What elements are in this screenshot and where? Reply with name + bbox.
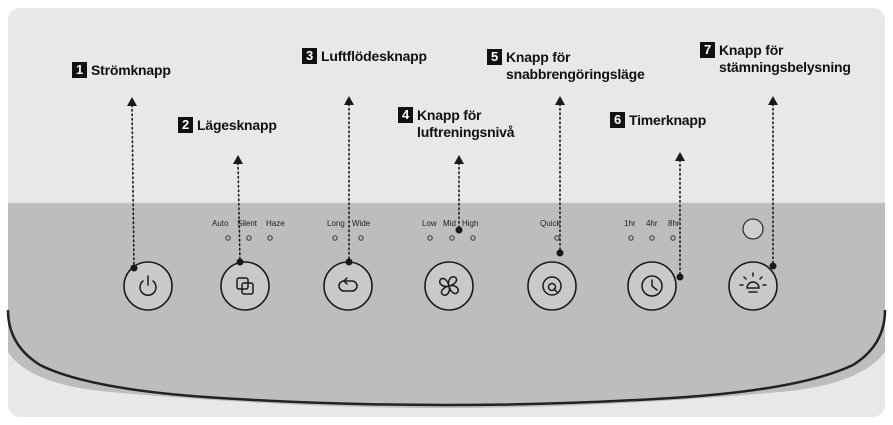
arrow-up-icon [768, 96, 778, 105]
callout-4-label-1: Knapp för [417, 107, 482, 123]
leader-line-1 [127, 97, 138, 272]
indicator-led [246, 235, 252, 241]
indicator-led [427, 235, 433, 241]
callout-6: 6 Timerknapp [610, 112, 706, 129]
indicator-led [628, 235, 634, 241]
leader-line-6 [675, 152, 685, 281]
callout-1-label: Strömknapp [91, 62, 171, 78]
callout-6-label: Timerknapp [629, 112, 707, 128]
indicator-led [554, 235, 560, 241]
leader-line-4 [454, 155, 464, 234]
arrow-up-icon [344, 96, 354, 105]
airflow-button[interactable] [323, 261, 373, 311]
leader-dot [345, 258, 353, 266]
timer-icon [641, 275, 663, 297]
indicator-led [358, 235, 364, 241]
indicator-led [670, 235, 676, 241]
airflow-icon [338, 277, 358, 292]
indicator-led [649, 235, 655, 241]
leader-dot [236, 258, 244, 266]
callout-3: 3 Luftflödesknapp [302, 48, 427, 65]
arrow-up-icon [555, 96, 565, 105]
leader-line-2 [233, 155, 244, 266]
arrow-up-icon [127, 97, 137, 106]
callout-7-label-1: Knapp för [719, 42, 784, 58]
indicator-label-4hr: 4hr [646, 219, 658, 228]
indicator-label-silent: Silent [237, 219, 258, 228]
indicator-led [225, 235, 231, 241]
light-icon [739, 272, 767, 293]
callout-2: 2 Lägesknapp [178, 117, 277, 134]
arrow-up-icon [675, 152, 685, 161]
indicator-label-haze: Haze [266, 219, 285, 228]
callout-5-label-1: Knapp för [506, 49, 571, 65]
mode-button[interactable] [220, 261, 270, 311]
arrow-up-icon [233, 155, 243, 164]
leader-line-7 [768, 96, 778, 270]
indicator-led [449, 235, 455, 241]
power-button[interactable] [123, 261, 173, 311]
arrow-up-icon [454, 155, 464, 164]
leader-dot [676, 273, 684, 281]
indicator-label-8hr: 8hr [668, 219, 680, 228]
quick-clean-button[interactable] [527, 261, 577, 311]
indicator-label-low: Low [422, 219, 437, 228]
sensor-indicator [742, 218, 764, 240]
panel-frame [6, 309, 887, 407]
indicator-dots [225, 235, 676, 241]
indicator-label-1hr: 1hr [624, 219, 636, 228]
indicator-led [470, 235, 476, 241]
power-icon [139, 275, 157, 296]
leader-dot [455, 226, 463, 234]
leader-dot [556, 249, 564, 257]
leader-line-5 [555, 96, 565, 257]
leader-line-3 [344, 96, 354, 266]
indicator-label-wide: Wide [352, 219, 371, 228]
indicator-label-high: High [462, 219, 479, 228]
fan-button[interactable] [424, 261, 474, 311]
callout-4-label-2: luftreningsnivå [417, 124, 515, 140]
callout-2-label: Lägesknapp [197, 117, 277, 133]
indicator-label-quick: Quick [540, 219, 561, 228]
leader-dot [130, 264, 138, 272]
indicator-led [267, 235, 273, 241]
mode-icon [236, 277, 254, 295]
callout-7-label-2: stämningsbelysning [719, 59, 851, 75]
timer-button[interactable] [627, 261, 677, 311]
quick-clean-icon [542, 276, 562, 296]
fan-icon [438, 275, 460, 297]
indicator-label-mid: Mid [443, 219, 456, 228]
indicator-led [332, 235, 338, 241]
light-button[interactable] [728, 261, 778, 311]
indicator-label-auto: Auto [212, 219, 229, 228]
button-row [123, 261, 778, 311]
indicator-label-long: Long [327, 219, 345, 228]
leader-lines [127, 96, 778, 281]
leader-dot [769, 262, 777, 270]
callout-1: 1 Strömknapp [72, 62, 171, 79]
callout-5-label-2: snabbrengöringsläge [506, 66, 645, 82]
callout-3-label: Luftflödesknapp [321, 48, 427, 64]
